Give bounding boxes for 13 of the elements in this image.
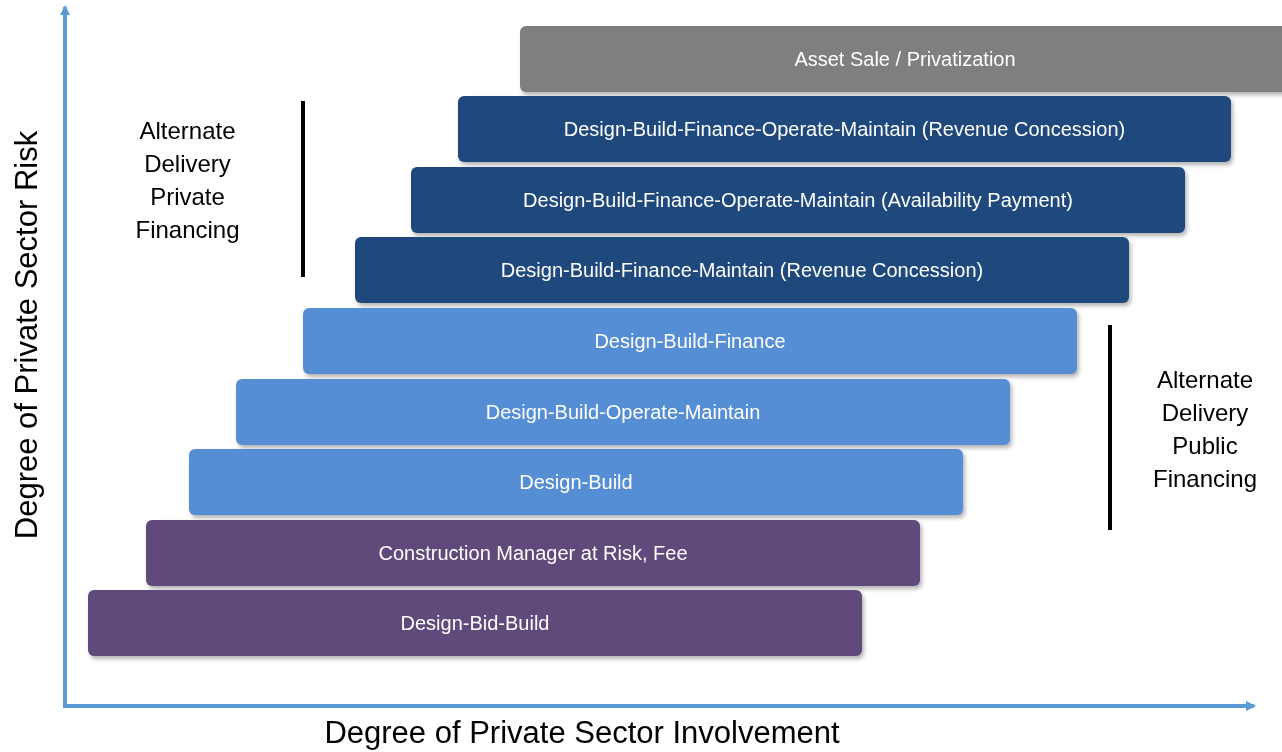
delivery-model-bar: Design-Build-Finance <box>303 308 1077 374</box>
delivery-model-bar: Design-Build-Operate-Maintain <box>236 379 1010 445</box>
group-label: Alternate Delivery Private Financing <box>134 116 241 245</box>
delivery-model-bar: Construction Manager at Risk, Fee <box>146 520 920 586</box>
axis-title: Degree of Private Sector Risk <box>9 130 45 540</box>
delivery-model-bar: Design-Build-Finance-Operate-Maintain (Availability Payment) <box>411 167 1185 233</box>
group-label: Alternate Delivery Public Financing <box>1151 365 1259 494</box>
delivery-model-bar: Design-Build-Finance-Maintain (Revenue Concession) <box>355 237 1129 303</box>
delivery-model-bar: Design-Bid-Build <box>88 590 862 656</box>
delivery-model-bar: Design-Build-Finance-Operate-Maintain (Revenue Concession) <box>458 96 1231 162</box>
axis-title: Degree of Private Sector Involvement <box>324 715 840 751</box>
delivery-model-bar: Asset Sale / Privatization <box>520 26 1282 92</box>
delivery-model-bar: Design-Build <box>189 449 963 515</box>
